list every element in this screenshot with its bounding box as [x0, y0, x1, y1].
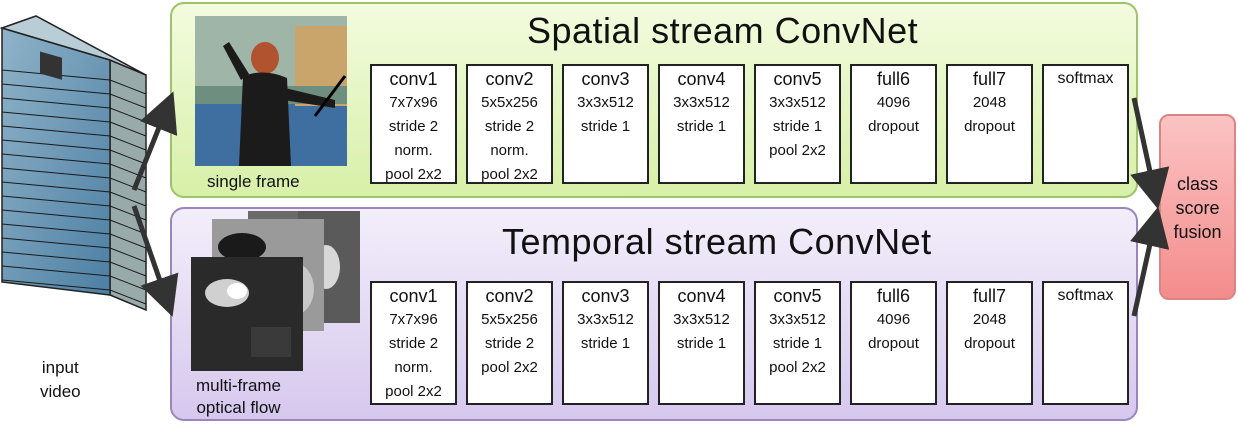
layer-name: softmax	[1057, 287, 1114, 304]
layer-name: conv4	[677, 69, 726, 89]
temporal-layer-row: conv1 7x7x96 stride 2 norm. pool 2x2 conv2 5x5…	[370, 281, 1129, 405]
layer-param: stride 2	[388, 118, 439, 135]
layer-param: stride 1	[772, 118, 823, 135]
layer-name: full6	[876, 69, 911, 89]
layer-param: 7x7x96	[389, 94, 438, 111]
layer-name: conv3	[581, 69, 630, 89]
temporal-layer-conv2: conv2 5x5x256 stride 2 pool 2x2	[466, 281, 553, 405]
input-video-label: input video	[40, 356, 81, 404]
temporal-layer-conv1: conv1 7x7x96 stride 2 norm. pool 2x2	[370, 281, 457, 405]
temporal-layer-conv4: conv4 3x3x512 stride 1	[658, 281, 745, 405]
temporal-layer-full7: full7 2048 dropout	[946, 281, 1033, 405]
layer-param: 4096	[876, 94, 911, 111]
layer-name: conv4	[677, 286, 726, 306]
spatial-layer-full6: full6 4096 dropout	[850, 64, 937, 184]
class-score-fusion-box: class score fusion	[1159, 114, 1236, 300]
layer-param: 5x5x256	[481, 94, 538, 111]
single-frame-image	[195, 16, 347, 166]
fusion-line1: class	[1176, 174, 1218, 194]
spatial-layer-softmax: softmax	[1042, 64, 1129, 184]
layer-name: full7	[972, 69, 1007, 89]
layer-param: 5x5x256	[481, 311, 538, 328]
optical-flow-caption-line1: multi-frame	[196, 376, 282, 395]
layer-name: softmax	[1057, 70, 1114, 87]
layer-param: norm.	[394, 359, 433, 376]
optical-flow-caption-line2: optical flow	[196, 398, 281, 417]
layer-param: stride 2	[484, 335, 535, 352]
layer-param: stride 1	[580, 118, 631, 135]
layer-param: 7x7x96	[389, 311, 438, 328]
spatial-stream-title: Spatial stream ConvNet	[527, 10, 919, 51]
layer-param: 2048	[972, 94, 1007, 111]
temporal-stream-title: Temporal stream ConvNet	[502, 221, 932, 262]
layer-name: conv2	[485, 69, 534, 89]
layer-param: 4096	[876, 311, 911, 328]
spatial-layer-conv5: conv5 3x3x512 stride 1 pool 2x2	[754, 64, 841, 184]
temporal-stream-panel: Temporal stream ConvNet multi-frame opti…	[170, 207, 1138, 421]
layer-param: 3x3x512	[769, 311, 826, 328]
layer-param: stride 2	[388, 335, 439, 352]
spatial-layer-conv3: conv3 3x3x512 stride 1	[562, 64, 649, 184]
spatial-layer-full7: full7 2048 dropout	[946, 64, 1033, 184]
layer-param: stride 1	[772, 335, 823, 352]
layer-param: 3x3x512	[673, 94, 730, 111]
temporal-layer-conv5: conv5 3x3x512 stride 1 pool 2x2	[754, 281, 841, 405]
layer-name: conv3	[581, 286, 630, 306]
layer-param: pool 2x2	[385, 383, 442, 400]
fusion-line2: score	[1175, 198, 1220, 218]
temporal-layer-full6: full6 4096 dropout	[850, 281, 937, 405]
layer-param: pool 2x2	[481, 166, 538, 183]
layer-param: dropout	[964, 118, 1015, 135]
layer-name: conv1	[389, 69, 438, 89]
spatial-layer-conv4: conv4 3x3x512 stride 1	[658, 64, 745, 184]
optical-flow-caption: multi-frame optical flow	[196, 375, 281, 419]
input-label-line1: input	[41, 358, 79, 377]
layer-param: stride 1	[676, 118, 727, 135]
layer-param: pool 2x2	[385, 166, 442, 183]
input-video-stack	[0, 15, 147, 312]
layer-param: 3x3x512	[769, 94, 826, 111]
spatial-layer-conv1: conv1 7x7x96 stride 2 norm. pool 2x2	[370, 64, 457, 184]
layer-param: pool 2x2	[769, 142, 826, 159]
fusion-line3: fusion	[1173, 222, 1222, 242]
layer-param: norm.	[394, 142, 433, 159]
layer-param: 3x3x512	[577, 311, 634, 328]
optical-flow-image-front	[191, 257, 303, 371]
layer-param: 3x3x512	[673, 311, 730, 328]
layer-param: dropout	[868, 118, 919, 135]
input-label-line2: video	[40, 382, 81, 401]
layer-name: conv5	[773, 69, 822, 89]
spatial-layer-row: conv1 7x7x96 stride 2 norm. pool 2x2 conv2 5x5…	[370, 64, 1129, 184]
layer-param: norm.	[490, 142, 529, 159]
layer-param: 3x3x512	[577, 94, 634, 111]
layer-param: dropout	[964, 335, 1015, 352]
spatial-layer-conv2: conv2 5x5x256 stride 2 norm. pool 2x2	[466, 64, 553, 184]
layer-param: pool 2x2	[481, 359, 538, 376]
layer-name: conv2	[485, 286, 534, 306]
layer-param: stride 1	[676, 335, 727, 352]
layer-param: stride 1	[580, 335, 631, 352]
layer-name: full6	[876, 286, 911, 306]
layer-param: pool 2x2	[769, 359, 826, 376]
spatial-stream-panel: Spatial stream ConvNet single frame conv…	[170, 2, 1138, 198]
temporal-layer-conv3: conv3 3x3x512 stride 1	[562, 281, 649, 405]
layer-param: 2048	[972, 311, 1007, 328]
layer-name: conv5	[773, 286, 822, 306]
single-frame-caption: single frame	[207, 172, 300, 191]
layer-name: conv1	[389, 286, 438, 306]
layer-param: stride 2	[484, 118, 535, 135]
layer-param: dropout	[868, 335, 919, 352]
temporal-layer-softmax: softmax	[1042, 281, 1129, 405]
layer-name: full7	[972, 286, 1007, 306]
